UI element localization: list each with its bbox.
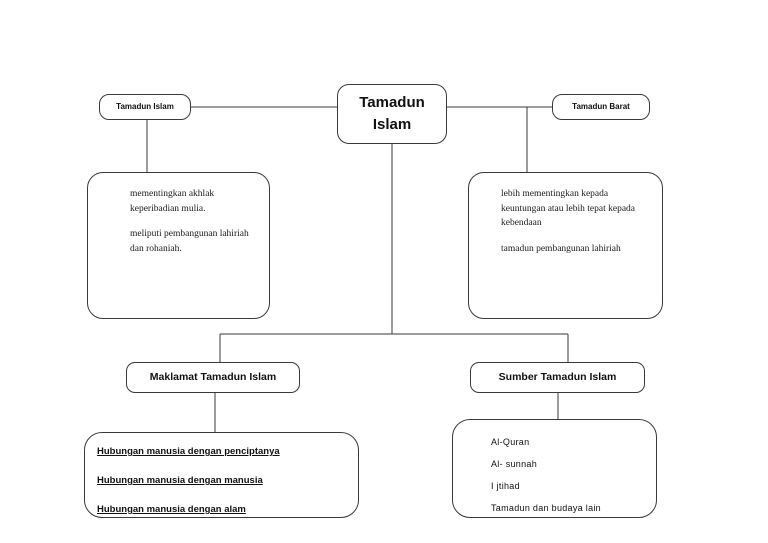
tamadun-barat-detail-paragraph: lebih mementingkan kepada keuntungan ata… [501,189,636,229]
node-tamadun-islam-branch-label: Tamadun Islam [116,101,174,111]
tamadun-islam-detail-box: mementingkan akhlak keperibadian mulia. … [87,172,270,319]
maklamat-list: Hubungan manusia dengan penciptanya Hubu… [84,432,359,515]
list-item: Hubungan manusia dengan penciptanya [97,446,280,457]
list-item: I jtihad [491,481,520,491]
node-tamadun-barat-branch[interactable]: Tamadun Barat [552,94,650,120]
list-item: Al-Quran [491,437,530,447]
list-item: Al- sunnah [491,459,538,469]
node-sumber-tamadun-islam[interactable]: Sumber Tamadun Islam [470,362,645,393]
list-item: Hubungan manusia dengan manusia [97,475,263,486]
tamadun-islam-detail-text: mementingkan akhlak keperibadian mulia. … [88,173,269,257]
root-node-tamadun-islam[interactable]: Tamadun Islam [337,84,447,144]
sumber-list: Al-Quran Al- sunnah I jtihad Tamadun dan… [453,420,656,513]
tamadun-islam-detail-paragraph: meliputi pembangunan lahiriah dan rohani… [130,229,249,255]
sumber-list-box: Al-Quran Al- sunnah I jtihad Tamadun dan… [452,419,657,518]
tamadun-islam-detail-paragraph: mementingkan akhlak keperibadian mulia. [130,189,215,214]
node-sumber-tamadun-islam-label: Sumber Tamadun Islam [498,371,617,384]
tamadun-barat-detail-paragraph: tamadun pembangunan lahiriah [501,244,621,255]
node-maklamat-tamadun-islam-label: Maklamat Tamadun Islam [149,371,277,384]
node-tamadun-barat-branch-label: Tamadun Barat [572,101,630,111]
root-node-label: Tamadun Islam [359,93,425,134]
node-maklamat-tamadun-islam[interactable]: Maklamat Tamadun Islam [126,362,300,393]
list-item: Tamadun dan budaya lain [491,503,601,513]
list-item: Hubungan manusia dengan alam [97,504,246,515]
tamadun-barat-detail-box: lebih mementingkan kepada keuntungan ata… [468,172,663,319]
tamadun-barat-detail-text: lebih mementingkan kepada keuntungan ata… [469,173,662,257]
node-tamadun-islam-branch[interactable]: Tamadun Islam [99,94,191,120]
maklamat-list-box [84,432,359,518]
